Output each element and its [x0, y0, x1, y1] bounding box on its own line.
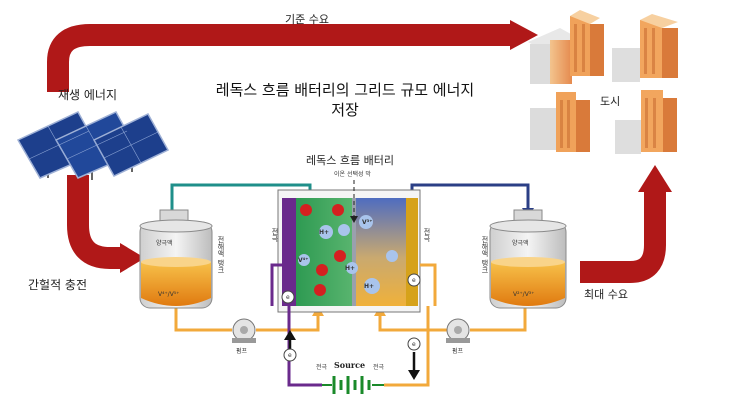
right-tank-top-label: 양극액 — [512, 240, 529, 247]
ion-label-h-plus: H+ — [364, 283, 375, 290]
left-tank-top-label: 양극액 — [156, 240, 173, 247]
left-tank — [139, 209, 213, 309]
energy-flow-arrows — [47, 20, 672, 283]
electron-label: e — [288, 352, 292, 359]
base-demand-label: 기준 수요 — [285, 13, 329, 26]
left-electrode-side-label: 전극 — [271, 228, 279, 242]
ion-blue — [359, 215, 373, 229]
ion-blue — [298, 254, 310, 266]
charging-arrowhead — [120, 243, 145, 273]
battery-cell — [277, 180, 421, 313]
peak-demand-label: 최대 수요 — [584, 288, 628, 301]
peak-demand-arrowhead — [638, 165, 672, 192]
electron-label: e — [412, 341, 416, 348]
ion-label-h-plus: H+ — [345, 265, 356, 272]
orange-wire — [384, 306, 430, 387]
ion-label-v-right: V³⁺ — [362, 219, 373, 226]
ion-red — [314, 284, 326, 296]
ion-red — [334, 250, 346, 262]
membrane-label: 이온 선택성 막 — [334, 171, 371, 178]
ion-red — [316, 264, 328, 276]
pump-icon — [232, 318, 470, 343]
right-tank-bottom-label: V²⁺/V³⁺ — [513, 291, 535, 298]
source-label: Source — [334, 360, 366, 370]
ion-label-v-left: V⁴⁺ — [298, 257, 309, 264]
orange-pipe-left — [174, 308, 320, 332]
electron-icon — [281, 290, 295, 304]
charging-arrow — [67, 175, 125, 269]
electron-icon — [407, 337, 421, 351]
right-tank-side-label: 전해액 탱크 — [481, 236, 489, 274]
ion-red — [300, 204, 312, 216]
ion-blue — [346, 262, 358, 274]
ion-blue — [338, 224, 350, 236]
ion-red — [332, 204, 344, 216]
electron-icon — [407, 273, 421, 287]
ion-blue — [386, 250, 398, 262]
ion-blue — [319, 225, 333, 239]
solar-panel-icon — [16, 111, 170, 180]
pump-right-label: 펌프 — [452, 348, 464, 355]
orange-pipe-right — [378, 308, 527, 332]
peak-demand-arrow — [580, 190, 666, 283]
navy-pipe — [410, 183, 530, 215]
renewable-energy-label: 재생 에너지 — [58, 88, 118, 102]
circuit — [270, 259, 437, 387]
electron-label: e — [286, 294, 290, 301]
left-tank-bottom-label: V⁴⁺/V⁵⁺ — [158, 291, 180, 298]
ion-label-h-plus: H+ — [319, 229, 330, 236]
right-electrode-side-label: 전극 — [423, 228, 431, 242]
battery-source-icon — [322, 376, 384, 394]
ion-blue — [364, 278, 380, 294]
intermittent-charging-label: 간헐적 충전 — [28, 278, 88, 292]
ion-particles — [281, 204, 421, 362]
right-tank — [489, 209, 567, 309]
electron-label: e — [412, 277, 416, 284]
base-demand-arrowhead — [510, 20, 538, 50]
left-tank-side-label: 전해액 탱크 — [217, 236, 225, 274]
positive-terminal-label: 전극 — [373, 364, 385, 371]
pump-left-label: 펌프 — [236, 348, 248, 355]
diagram-title: 레독스 흐름 배터리의 그리드 규모 에너지 저장 — [215, 81, 475, 119]
battery-label: 레독스 흐름 배터리 — [306, 154, 394, 167]
negative-terminal-label: 전극 — [316, 364, 328, 371]
electron-icon — [283, 348, 297, 362]
city-buildings-icon — [528, 10, 678, 154]
city-label: 도시 — [600, 95, 621, 108]
electron-flow-arrows — [284, 330, 420, 380]
base-demand-arrow — [47, 24, 515, 92]
